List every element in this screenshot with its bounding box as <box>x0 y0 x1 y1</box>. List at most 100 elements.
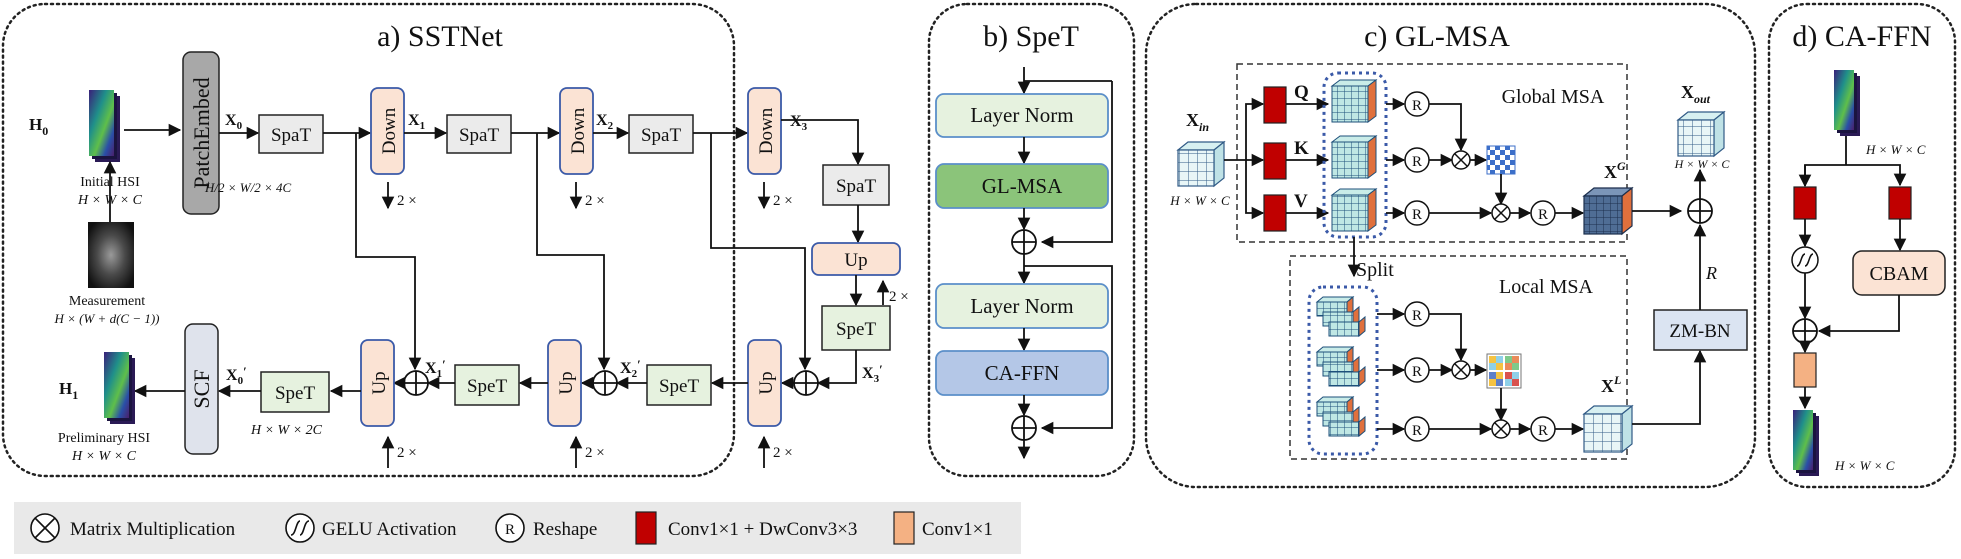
reshape-node-l2: R <box>1404 357 1430 383</box>
local-msa-label: Local MSA <box>1499 276 1593 298</box>
conv-swatch-icon <box>893 511 915 545</box>
patch-embed-label: PatchEmbed <box>189 77 214 188</box>
matmul-node-l1 <box>1451 360 1471 380</box>
panel-gl-msa: c) GL-MSA Global MSA Local MSA Xin H × W… <box>1144 2 1757 489</box>
spet-block-4 <box>821 305 891 351</box>
panel-ca-ffn-title: d) CA-FFN <box>1792 20 1931 53</box>
global-attention-map <box>1486 145 1516 175</box>
down-label-1: Down <box>379 107 400 154</box>
measurement-label: Measurement <box>69 294 145 309</box>
preliminary-hsi-label: Preliminary HSI <box>58 431 150 446</box>
svg-text:R: R <box>1412 154 1422 170</box>
gelu-node <box>1791 246 1819 274</box>
xout-label: Xout <box>1681 82 1711 106</box>
xg-label: XG <box>1604 159 1626 182</box>
up-factor-3: 2 × <box>773 445 793 461</box>
gl-msa-block <box>935 163 1109 209</box>
down-label-2: Down <box>568 107 589 154</box>
spat-label-2: SpaT <box>459 125 500 146</box>
x1-prime-label: X1′ <box>425 357 446 380</box>
local-v-tokens <box>1315 395 1366 438</box>
down-block-3 <box>747 87 782 175</box>
spat-label-4: SpaT <box>836 176 877 197</box>
x2-label: X2 <box>596 112 614 132</box>
add-node-2 <box>592 370 618 396</box>
xin-cube <box>1176 140 1226 188</box>
legend: Matrix Multiplication GELU Activation R … <box>14 502 1021 554</box>
k-label: K <box>1294 138 1309 159</box>
add-node-1 <box>403 370 429 396</box>
svg-text:R: R <box>1412 364 1422 380</box>
down-block-1 <box>370 87 405 175</box>
x2-prime-label: X2′ <box>620 357 641 380</box>
xg-cube <box>1582 186 1634 236</box>
x1-label: X1 <box>408 112 425 132</box>
svg-text:R: R <box>1412 207 1422 223</box>
panel-sstnet-title: a) SSTNet <box>377 20 503 53</box>
legend-gelu-label: GELU Activation <box>322 519 457 540</box>
layer-norm-2 <box>935 283 1109 329</box>
matmul-node-g1 <box>1451 150 1471 170</box>
k-conv-block <box>1263 142 1287 180</box>
v-token-cube <box>1330 188 1378 232</box>
gelu-icon <box>285 513 315 543</box>
panel-ca-ffn: d) CA-FFN H × W × C CBAM <box>1767 2 1957 489</box>
x0-prime-label: X0′ <box>226 364 247 387</box>
initial-hsi-cube <box>89 90 120 162</box>
svg-text:R: R <box>1412 98 1422 114</box>
matmul-icon <box>30 513 60 543</box>
down-factor-3: 2 × <box>773 193 793 209</box>
spat-label-1: SpaT <box>271 125 312 146</box>
v-conv-block <box>1263 194 1287 232</box>
down-block-2 <box>559 87 594 175</box>
legend-matmul-label: Matrix Multiplication <box>70 519 236 540</box>
legend-reshape-label: Reshape <box>533 519 597 540</box>
up-label-1: Up <box>369 371 390 394</box>
ca-ffn-conv-left <box>1793 186 1817 220</box>
up-label-3: Up <box>756 371 777 394</box>
spet-block-1 <box>260 371 330 413</box>
up-factor-2: 2 × <box>585 445 605 461</box>
up-label-4: Up <box>844 250 867 271</box>
local-k-tokens <box>1315 345 1366 388</box>
panel-sstnet-border <box>1 2 736 478</box>
spet-label-3: SpeT <box>659 376 700 397</box>
panel-sstnet: a) SSTNet H0 Initial HSI H × W × C Measu… <box>1 2 909 478</box>
q-token-cube <box>1330 79 1378 123</box>
spat-block-1 <box>258 114 324 154</box>
up-factor-1: 2 × <box>397 445 417 461</box>
xin-dim: H × W × C <box>1169 193 1230 208</box>
h1-label: H1 <box>59 379 78 402</box>
gl-msa-block-label: GL-MSA <box>982 174 1063 198</box>
down-label-3: Down <box>756 107 777 154</box>
reshape-node-l1: R <box>1404 301 1430 327</box>
scf-block <box>184 323 219 455</box>
add-node-out <box>1687 198 1713 224</box>
svg-text:R: R <box>1538 207 1548 223</box>
reshape-node-g2: R <box>1404 147 1430 173</box>
legend-conv-dw-label: Conv1×1 + DwConv3×3 <box>668 519 857 540</box>
add-node-spet-2 <box>1011 415 1037 441</box>
global-token-group <box>1322 71 1388 239</box>
up-block-1 <box>360 339 395 427</box>
ca-ffn-dim-bottom: H × W × C <box>1834 458 1895 473</box>
q-label: Q <box>1294 82 1309 103</box>
svg-text:R: R <box>1412 423 1422 439</box>
spet-block-2 <box>454 364 520 406</box>
xl-label: XL <box>1601 373 1621 396</box>
ca-ffn-dim-top: H × W × C <box>1865 142 1926 157</box>
reshape-r-label: R <box>1705 263 1717 283</box>
xl-cube <box>1582 404 1634 454</box>
spet-label-1: SpeT <box>275 383 316 404</box>
local-attention-map <box>1486 353 1522 389</box>
scf-label: SCF <box>189 369 214 408</box>
xin-label: Xin <box>1186 110 1209 134</box>
ca-ffn-block <box>935 350 1109 396</box>
zm-bn-label: ZM-BN <box>1669 321 1731 342</box>
spat-block-4 <box>822 164 890 206</box>
reshape-node-l3: R <box>1404 416 1430 442</box>
legend-conv-label: Conv1×1 <box>922 519 993 540</box>
reshape-node-g1: R <box>1404 91 1430 117</box>
down-factor-2: 2 × <box>585 193 605 209</box>
